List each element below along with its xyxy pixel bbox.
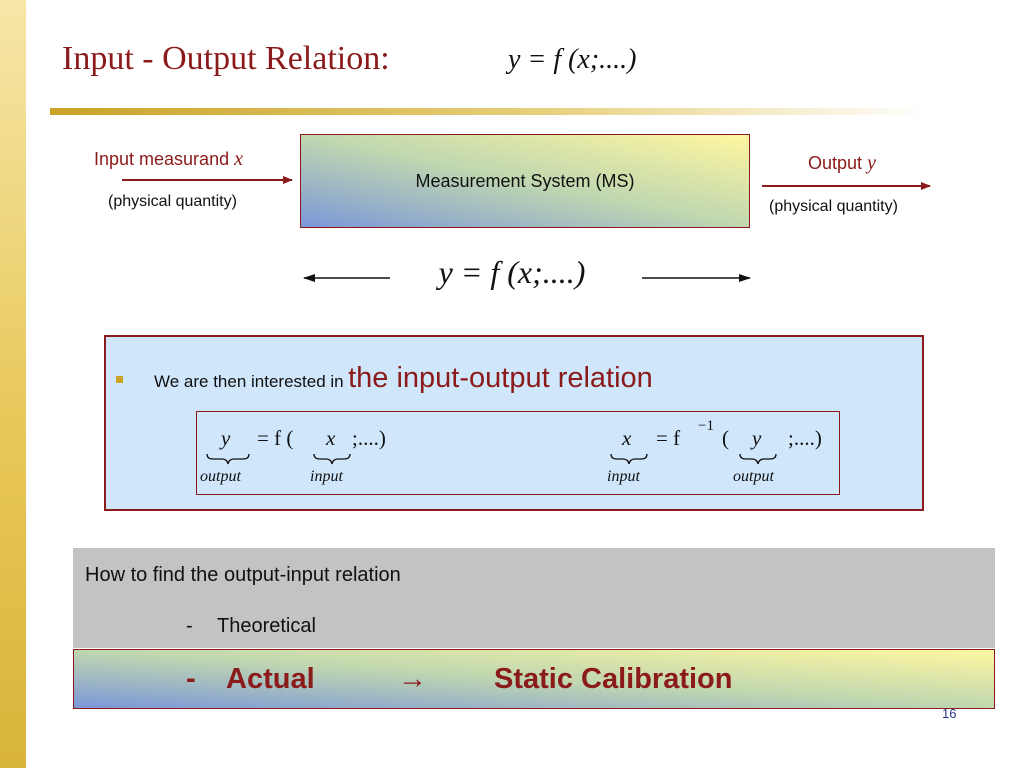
theoretical-item: Theoretical	[217, 615, 316, 637]
formula2-eq: = f	[656, 426, 681, 450]
bullet-prefix: We are then interested in	[154, 372, 344, 391]
formula2-open-paren: (	[722, 426, 729, 450]
interest-panel	[104, 335, 924, 511]
actual-item: Actual	[226, 663, 315, 695]
formula-box	[196, 411, 840, 495]
underbrace-icon	[313, 453, 351, 465]
underbrace-icon	[739, 453, 777, 465]
formula1-tail: ;....)	[352, 426, 386, 450]
bullet-text: We are then interested in the input-outp…	[154, 362, 653, 395]
output-physical-quantity: (physical quantity)	[769, 198, 898, 215]
formula2-y: y	[752, 426, 762, 450]
underbrace-icon	[206, 453, 250, 465]
methods-box	[73, 548, 995, 648]
formula1-output-label: output	[200, 468, 241, 485]
formula1-eq: = f (	[257, 426, 294, 450]
measurement-system-box: Measurement System (MS)	[300, 134, 750, 228]
output-label-text: Output	[808, 153, 863, 173]
formula1-y: y	[221, 426, 231, 450]
formula2-input-label: input	[607, 468, 640, 485]
actual-dash: -	[186, 663, 196, 695]
input-measurand-label: Input measurand x	[94, 148, 243, 171]
input-variable: x	[234, 148, 243, 170]
output-variable: y	[867, 152, 876, 174]
page-number: 16	[942, 706, 957, 721]
title-equation: y = f (x;....)	[508, 44, 637, 75]
left-decorative-bar	[0, 0, 26, 768]
slide-title: Input - Output Relation:	[62, 40, 390, 77]
underbrace-icon	[610, 453, 648, 465]
methods-question: How to find the output-input relation	[85, 564, 401, 586]
actual-box	[73, 649, 995, 709]
theoretical-dash: -	[186, 615, 193, 637]
formula2-output-label: output	[733, 468, 774, 485]
measurement-system-label: Measurement System (MS)	[415, 170, 635, 191]
bullet-square-icon	[116, 376, 123, 383]
title-divider	[50, 108, 930, 115]
bullet-highlight: the input-output relation	[348, 362, 653, 394]
input-physical-quantity: (physical quantity)	[108, 193, 237, 210]
formula2-superscript: −1	[698, 418, 714, 434]
formula1-input-label: input	[310, 468, 343, 485]
input-label-text: Input measurand	[94, 149, 230, 169]
formula2-x: x	[622, 426, 632, 450]
formula1-x: x	[326, 426, 336, 450]
right-arrow-icon: →	[398, 663, 427, 695]
output-label: Output y	[808, 152, 876, 175]
static-calibration: Static Calibration	[494, 663, 733, 695]
formula2-tail: ;....)	[788, 426, 822, 450]
